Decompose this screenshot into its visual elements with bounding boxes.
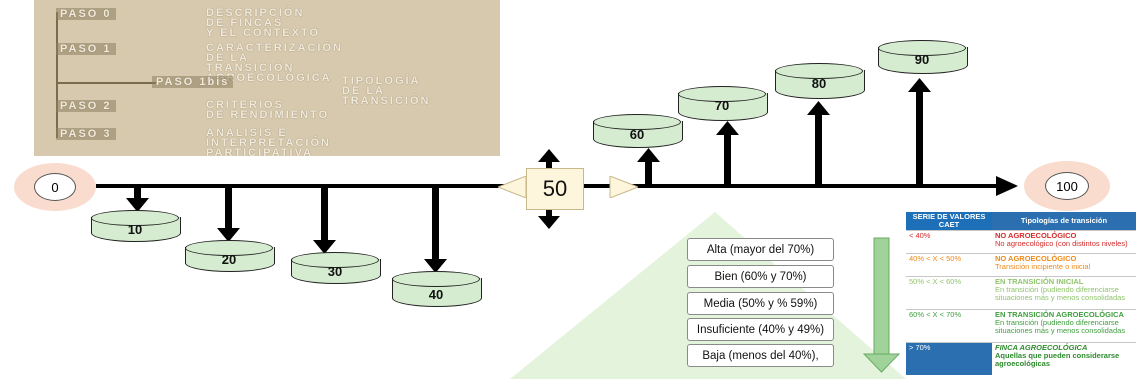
table-row: < 40% NO AGROECOLÓGICO No agroecológico …: [906, 229, 1136, 254]
cylinder-30-label: 30: [327, 264, 343, 279]
cylinder-70-label: 70: [714, 98, 730, 113]
axis-end-cap: 100: [1024, 161, 1110, 211]
row-title: EN TRANSICIÓN INICIAL: [995, 277, 1084, 287]
cylinder-40: 40: [392, 271, 482, 307]
row-title: FINCA AGROECOLÓGICA: [995, 343, 1088, 353]
green-down-arrow: [862, 237, 901, 373]
row-desc: Transición incipiente o inicial: [995, 262, 1091, 272]
scale-item-baja: Baja (menos del 40%),: [687, 344, 834, 367]
row-content: NO AGROECOLÓGICO No agroecológico (con d…: [992, 229, 1136, 254]
cylinder-20: 20: [185, 240, 275, 272]
step-0-label: PASO 0: [56, 8, 116, 20]
down-arrow-30: [313, 186, 336, 254]
center-cross-arrows: [538, 149, 560, 229]
header-series: SERIE DE VALORES CAET: [906, 212, 992, 231]
down-arrow-20: [217, 186, 240, 242]
center-value-box: 50: [526, 168, 584, 210]
row-range: < 40%: [906, 229, 992, 254]
row-title: NO AGROECOLÓGICO: [995, 231, 1077, 240]
row-desc: En transición (pudiendo diferenciarse si…: [995, 285, 1126, 303]
step-2-text: CRITERIOS DE RENDIMIENTO: [206, 99, 330, 121]
down-arrow-40: [424, 186, 447, 273]
axis-start-label: 0: [34, 173, 76, 201]
cylinder-20-label: 20: [221, 252, 237, 267]
up-arrow-70: [716, 121, 739, 186]
step-2-label: PASO 2: [56, 100, 116, 112]
cylinder-10: 10: [91, 210, 181, 242]
steps-image: PASO 0 DESCRIPCIÓN DE FINCAS Y EL CONTEX…: [34, 0, 500, 156]
down-arrow-10: [126, 186, 149, 212]
row-content: EN TRANSICIÓN INICIAL En transición (pud…: [992, 276, 1136, 310]
cylinder-60-label: 60: [629, 127, 645, 142]
row-range: 40% < X < 50%: [906, 253, 992, 277]
steps-branch: [56, 82, 156, 84]
step-3-text: ANÁLISIS E INTERPRETACIÓN PARTICIPATIVA: [206, 127, 331, 157]
row-desc: No agroecológico (con distintos niveles): [995, 239, 1128, 248]
row-range: 60% < X < 70%: [906, 309, 992, 343]
axis-end-arrow: [996, 176, 1018, 196]
cylinder-40-label: 40: [428, 287, 444, 302]
row-title: EN TRANSICIÓN AGROECOLÓGICA: [995, 310, 1124, 320]
cylinder-90: 90: [878, 40, 968, 74]
up-arrow-90: [908, 78, 931, 186]
steps-connector: [56, 12, 58, 138]
table-row: > 70% FINCA AGROECOLÓGICA Aquellas que p…: [906, 342, 1136, 375]
row-desc: En transición (pudiendo diferenciarse si…: [995, 318, 1126, 336]
up-arrow-60: [637, 148, 660, 186]
cylinder-80: 80: [775, 63, 865, 99]
cylinder-80-label: 80: [811, 76, 827, 91]
cylinder-10-label: 10: [127, 222, 143, 237]
cylinder-90-label: 90: [914, 52, 930, 67]
scale-item-bien: Bien (60% y 70%): [687, 265, 834, 288]
row-content: NO AGROECOLÓGICO Transición incipiente o…: [992, 253, 1136, 277]
scale-item-alta: Alta (mayor del 70%): [687, 238, 834, 261]
row-content: FINCA AGROECOLÓGICA Aquellas que pueden …: [992, 342, 1136, 375]
step-1bis-text: TIPOLOGÍA DE LA TRANSICIÓN: [342, 75, 431, 107]
row-content: EN TRANSICIÓN AGROECOLÓGICA En transició…: [992, 309, 1136, 343]
scale-item-media: Media (50% y % 59%): [687, 292, 834, 315]
step-1-text: CARACTERIZACIÓN DE LA TRANSICIÓN AGROECO…: [206, 42, 343, 84]
table-row: 60% < X < 70% EN TRANSICIÓN AGROECOLÓGIC…: [906, 309, 1136, 343]
step-1-label: PASO 1: [56, 43, 116, 55]
cylinder-30: 30: [291, 252, 381, 284]
step-0-text: DESCRIPCIÓN DE FINCAS Y EL CONTEXTO: [206, 7, 321, 39]
center-value: 50: [542, 176, 568, 201]
row-title: NO AGROECOLÓGICO: [995, 254, 1077, 264]
cylinder-60: 60: [593, 114, 683, 148]
table-row: 50% < X < 60% EN TRANSICIÓN INICIAL En t…: [906, 276, 1136, 310]
header-typologies: Tipologías de transición: [992, 212, 1136, 231]
center-side-arrows: [498, 176, 638, 198]
axis-end-label: 100: [1045, 172, 1089, 200]
scale-item-insuficiente: Insuficiente (40% y 49%): [687, 318, 834, 341]
row-range: > 70%: [906, 342, 992, 375]
table-header-row: SERIE DE VALORES CAET Tipologías de tran…: [906, 212, 1136, 231]
step-1bis-label: PASO 1bis: [152, 76, 234, 88]
up-arrow-80: [807, 101, 830, 186]
typology-table: SERIE DE VALORES CAET Tipologías de tran…: [906, 212, 1136, 375]
row-desc: Aquellas que pueden considerarse agroeco…: [995, 351, 1120, 369]
step-3-label: PASO 3: [56, 128, 116, 140]
axis-start-cap: 0: [14, 163, 96, 211]
cylinder-70: 70: [678, 86, 768, 121]
table-row: 40% < X < 50% NO AGROECOLÓGICO Transició…: [906, 253, 1136, 277]
row-range: 50% < X < 60%: [906, 276, 992, 310]
